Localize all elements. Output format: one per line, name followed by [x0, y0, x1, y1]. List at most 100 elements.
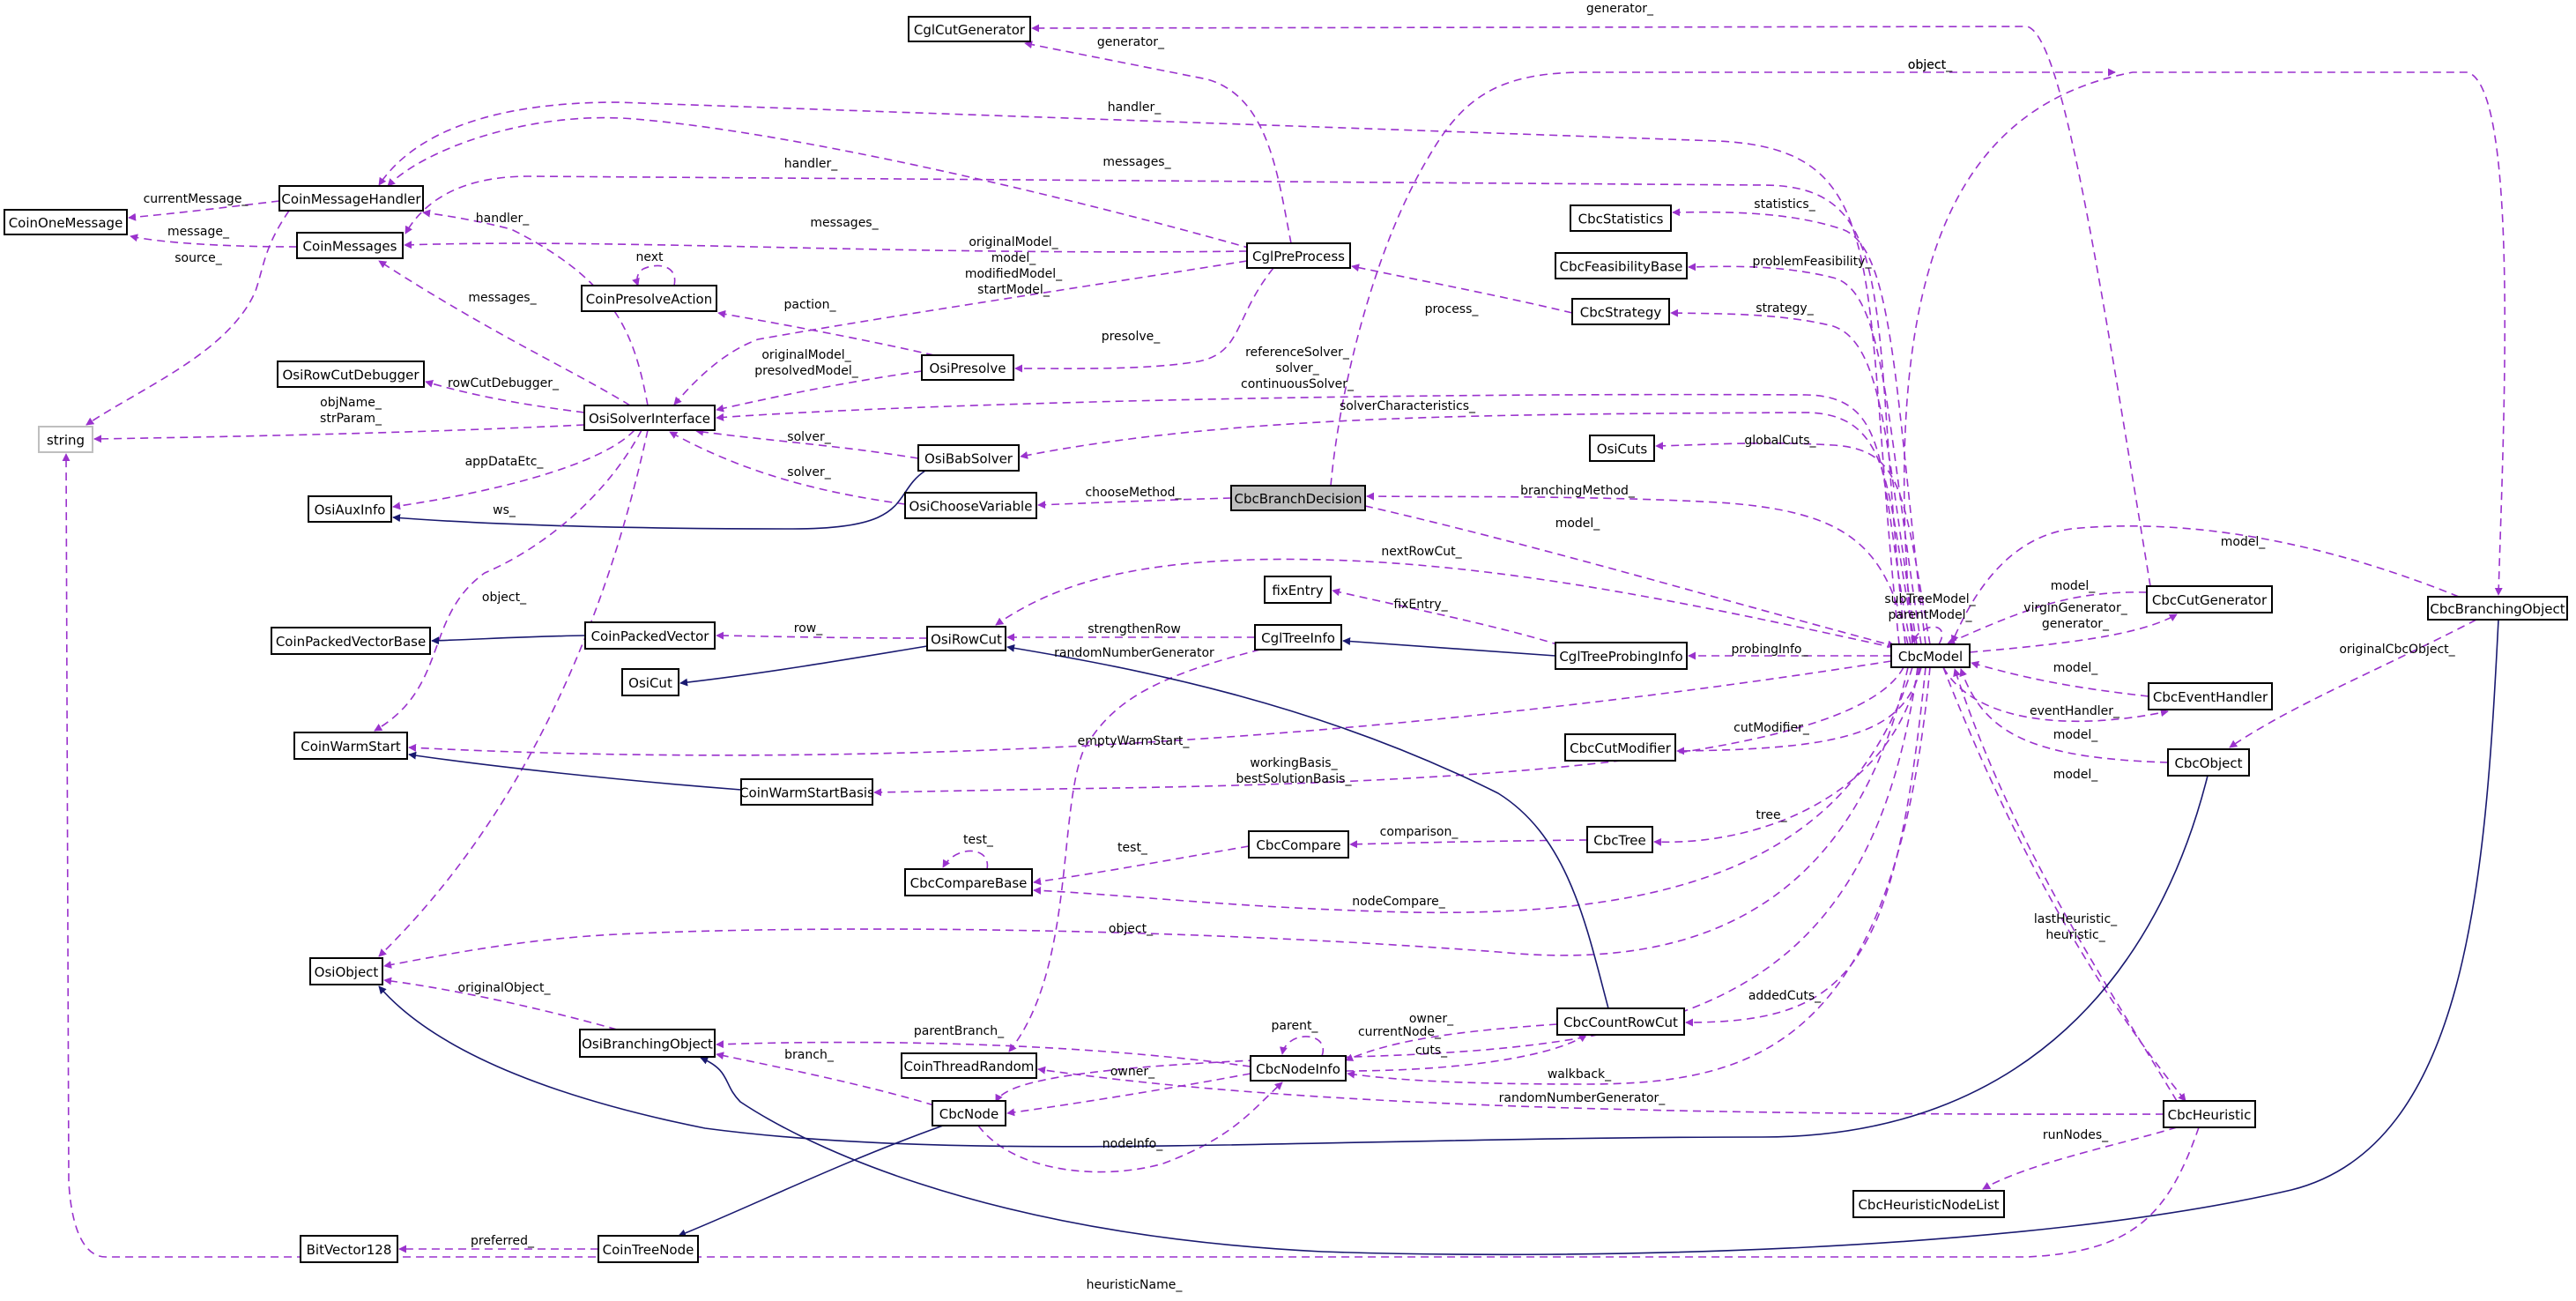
node-osi-cuts[interactable]: OsiCuts: [1589, 435, 1655, 462]
node-coin-thread-random[interactable]: CoinThreadRandom: [901, 1052, 1037, 1079]
node-coin-messages[interactable]: CoinMessages: [296, 232, 404, 259]
node-bit-vector128[interactable]: BitVector128: [300, 1235, 398, 1263]
edge-label: walkback_: [1548, 1067, 1612, 1082]
edge-line: [716, 1040, 1251, 1067]
node-cbc-event-handler[interactable]: CbcEventHandler: [2148, 682, 2273, 710]
node-cbc-tree[interactable]: CbcTree: [1586, 826, 1653, 853]
node-osi-cut[interactable]: OsiCut: [621, 668, 679, 696]
edge-label: test_: [963, 833, 994, 847]
edge-cbc-model-to-cbc-tree: [1653, 666, 1920, 846]
edge-label: statistics_: [1754, 197, 1815, 212]
edge-line: [404, 241, 1248, 253]
node-cbc-feasibility-base[interactable]: CbcFeasibilityBase: [1555, 252, 1688, 279]
edge-cbc-model-to-cbc-count-row-cut: [1685, 666, 1926, 1027]
edge-cbc-model-to-cbc-statistics: [1672, 208, 1926, 645]
node-cbc-cut-modifier[interactable]: CbcCutModifier: [1564, 733, 1676, 762]
edge-label: referenceSolver_: [1245, 346, 1350, 360]
edge-cbc-model-to-osi-cuts: [1655, 442, 1931, 645]
node-box: [621, 668, 679, 696]
node-cbc-model[interactable]: CbcModel: [1890, 643, 1971, 668]
edge-label: object_: [1908, 58, 1953, 72]
edge-label: paction_: [784, 298, 837, 312]
edge-line: [695, 427, 919, 459]
node-osi-solver-interface[interactable]: OsiSolverInterface: [583, 405, 716, 431]
node-osi-presolve[interactable]: OsiPresolve: [921, 354, 1014, 381]
node-coin-warm-start-basis[interactable]: CoinWarmStartBasis: [739, 778, 874, 806]
edge-cbc-model-to-cbc-node: [995, 666, 1919, 1103]
node-coin-packed-vector-base[interactable]: CoinPackedVectorBase: [271, 627, 431, 655]
node-coin-packed-vector[interactable]: CoinPackedVector: [584, 621, 716, 650]
edge-label: branch_: [784, 1048, 835, 1062]
node-box: [901, 1052, 1037, 1079]
node-cgl-tree-info[interactable]: CglTreeInfo: [1254, 624, 1342, 650]
edge-cbc-compare-to-cbc-compare-base: [1033, 845, 1250, 886]
node-box: [904, 868, 1033, 896]
node-cgl-cut-generator[interactable]: CglCutGenerator: [908, 16, 1031, 42]
node-cbc-compare-base[interactable]: CbcCompareBase: [904, 868, 1033, 896]
node-cbc-node[interactable]: CbcNode: [932, 1100, 1006, 1126]
node-cbc-strategy[interactable]: CbcStrategy: [1571, 298, 1670, 325]
edge-label: currentMessage_: [144, 192, 249, 206]
node-cbc-heuristic-node-list[interactable]: CbcHeuristicNodeList: [1852, 1190, 2005, 1218]
node-coin-one-message[interactable]: CoinOneMessage: [4, 209, 128, 235]
node-box: [1246, 242, 1351, 269]
edge-cbc-model-to-osi-bab-solver: [1020, 412, 1916, 645]
node-coin-presolve-action[interactable]: CoinPresolveAction: [581, 285, 717, 312]
edge-cbc-model-to-cbc-event-handler: [1942, 666, 2169, 723]
edge-line: [1024, 41, 1292, 244]
node-cbc-compare[interactable]: CbcCompare: [1248, 830, 1349, 859]
node-label: CglPreProcess: [1252, 249, 1345, 264]
node-box: [2148, 682, 2273, 710]
edge-cgl-tree-probing-info-to-fix-entry: [1332, 588, 1561, 646]
node-cgl-pre-process[interactable]: CglPreProcess: [1246, 242, 1351, 269]
node-osi-aux-info[interactable]: OsiAuxInfo: [308, 495, 392, 523]
edge-line: [942, 850, 989, 870]
edge-coin-presolve-action-to-coin-presolve-action: [632, 264, 676, 286]
node-label: OsiObject: [315, 964, 379, 980]
node-cgl-tree-probing-info[interactable]: CglTreeProbingInfo: [1555, 642, 1688, 670]
edge-label: lastHeuristic_: [2034, 912, 2118, 926]
edge-line: [1953, 668, 2178, 1102]
node-cbc-node-info[interactable]: CbcNodeInfo: [1250, 1055, 1347, 1082]
node-osi-object[interactable]: OsiObject: [309, 957, 383, 985]
edge-cbc-tree-to-cbc-compare: [1349, 839, 1588, 849]
edge-line: [128, 200, 280, 221]
node-osi-bab-solver[interactable]: OsiBabSolver: [917, 444, 1020, 472]
edge-label: workingBasis_: [1250, 756, 1338, 770]
node-coin-tree-node[interactable]: CoinTreeNode: [598, 1235, 699, 1263]
edge-label: continuousSolver_: [1241, 377, 1355, 391]
node-cbc-cut-generator[interactable]: CbcCutGenerator: [2146, 585, 2273, 613]
node-box: [1230, 485, 1366, 511]
edge-label: generator_: [2042, 617, 2110, 631]
node-osi-choose-variable[interactable]: OsiChooseVariable: [904, 492, 1037, 519]
node-cbc-statistics[interactable]: CbcStatistics: [1570, 204, 1672, 232]
edge-coin-messages-to-coin-one-message: [130, 234, 298, 248]
edge-cbc-node-info-to-osi-branching-object: [716, 1040, 1251, 1067]
edge-coin-packed-vector-to-coin-packed-vector-base: [431, 635, 586, 645]
edge-cbc-strategy-to-cgl-pre-process: [1351, 264, 1573, 314]
edge-label: virginGenerator_: [2023, 601, 2127, 615]
edge-line: [977, 1082, 1283, 1173]
edge-line: [1676, 666, 1922, 755]
node-cbc-count-row-cut[interactable]: CbcCountRowCut: [1556, 1007, 1685, 1036]
node-cbc-branching-object[interactable]: CbcBranchingObject: [2427, 596, 2568, 621]
node-fix-entry[interactable]: fixEntry: [1264, 576, 1332, 604]
node-coin-message-handler[interactable]: CoinMessageHandler: [278, 185, 424, 212]
edge-line: [1959, 668, 2169, 763]
node-cbc-branch-decision[interactable]: CbcBranchDecision: [1230, 485, 1366, 511]
edge-cbc-node-to-coin-tree-node: [678, 1125, 944, 1238]
node-cbc-object[interactable]: CbcObject: [2167, 748, 2250, 777]
edge-label: nodeCompare_: [1352, 895, 1445, 909]
edge-cbc-branching-object-to-osi-branching-object: [700, 619, 2499, 1256]
edge-label: randomNumberGenerator_: [1499, 1091, 1667, 1105]
edge-cbc-model-to-cbc-strategy: [1670, 309, 1918, 645]
edge-label: nodeInfo_: [1102, 1137, 1163, 1151]
node-box: [278, 185, 424, 212]
node-coin-warm-start[interactable]: CoinWarmStart: [293, 732, 408, 760]
node-cbc-heuristic[interactable]: CbcHeuristic: [2163, 1100, 2256, 1128]
node-osi-branching-object[interactable]: OsiBranchingObject: [579, 1029, 716, 1058]
node-osi-row-cut-debugger[interactable]: OsiRowCutDebugger: [277, 361, 425, 388]
node-osi-row-cut[interactable]: OsiRowCut: [926, 626, 1006, 651]
edge-label: test_: [1117, 841, 1148, 855]
edge-label: originalModel_: [969, 235, 1058, 249]
